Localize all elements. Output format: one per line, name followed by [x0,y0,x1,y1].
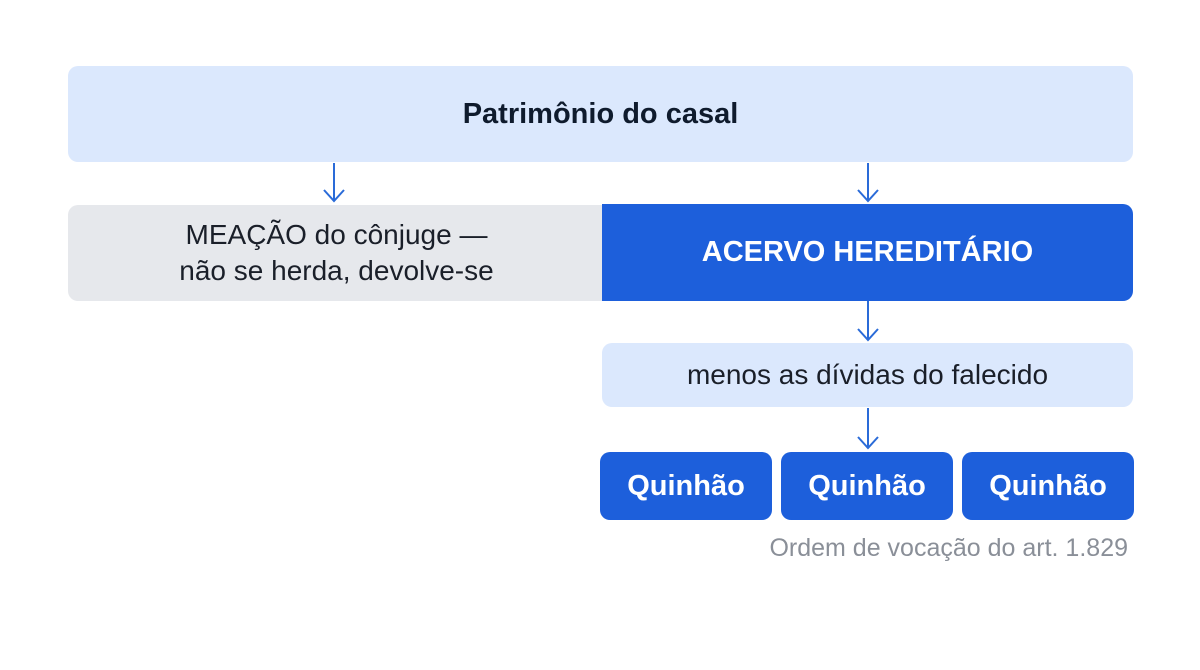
patrimonio-label: Patrimônio do casal [462,97,739,130]
meacao-line-1: MEAÇÃO do cônjuge — [185,219,488,250]
dividas-label: menos as dívidas do falecido [686,359,1049,390]
quinhao-label: Quinhão [808,469,926,502]
meacao-line-2: não se herda, devolve-se [179,255,494,286]
meacao-node: MEAÇÃO do cônjuge — não se herda, devolv… [68,205,605,301]
patrimonio-node: Patrimônio do casal [68,66,1133,162]
acervo-label: ACERVO HEREDITÁRIO [701,236,1034,268]
quinhao-label: Quinhão [627,469,745,502]
arrow-down-icon [857,163,879,203]
quinhao-node: Quinhão [962,452,1134,520]
acervo-node: ACERVO HEREDITÁRIO [602,204,1133,301]
dividas-node: menos as dívidas do falecido [602,343,1133,407]
quinhao-node: Quinhão [781,452,953,520]
caption-text: Ordem de vocação do art. 1.829 [769,534,1128,562]
quinhao-label: Quinhão [989,469,1107,502]
arrow-down-icon [857,408,879,450]
quinhao-node: Quinhão [600,452,772,520]
arrow-down-icon [323,163,345,203]
arrow-down-icon [857,301,879,342]
